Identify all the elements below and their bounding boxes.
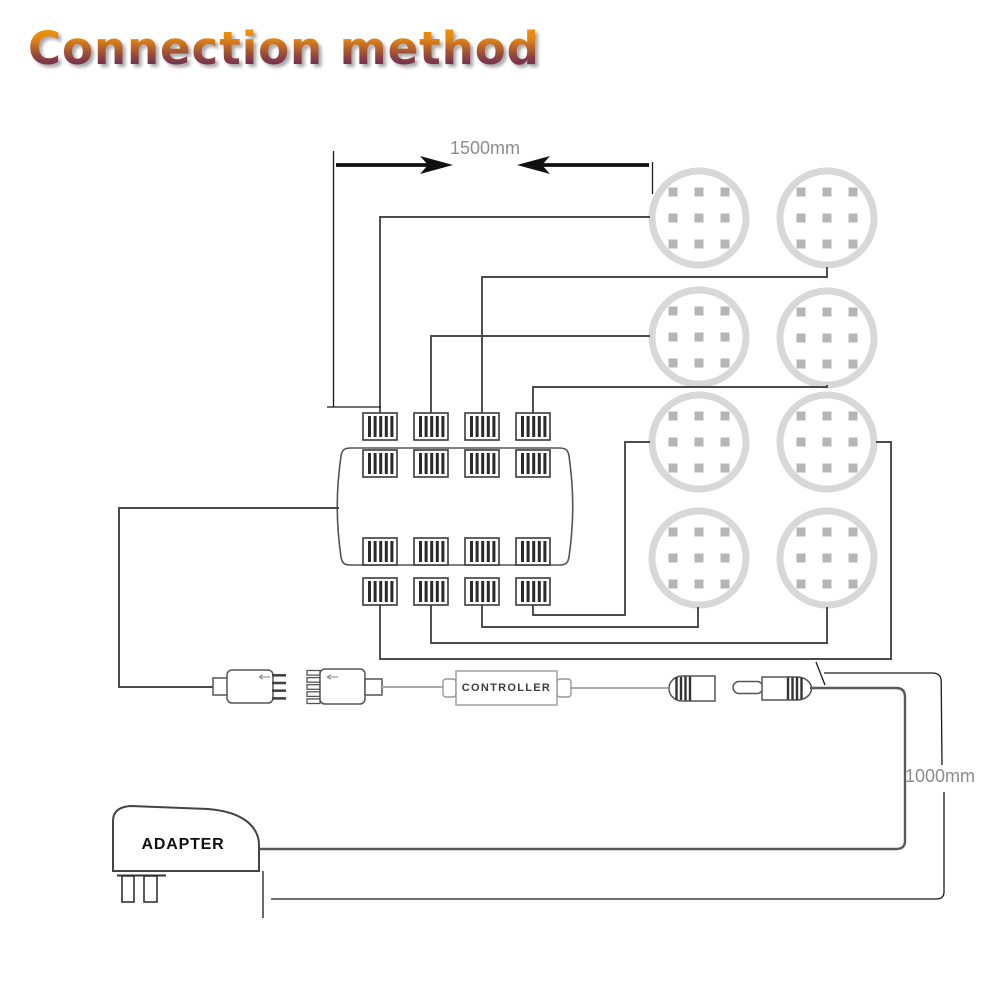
dc-barrel-male-icon <box>732 676 813 701</box>
top-plug-3-icon <box>464 412 500 441</box>
wire-barrel-to-adapter <box>260 686 907 851</box>
dimension-1500mm <box>327 151 654 408</box>
puck-light-3-icon <box>652 290 746 384</box>
dimension-label-1500mm: 1500mm <box>450 138 521 158</box>
puck-light-2-icon <box>780 171 874 265</box>
top-plug-4-icon <box>515 412 551 441</box>
bottom-socket-3-icon <box>464 537 500 566</box>
dim-tick-barrel <box>815 661 826 686</box>
puck-light-6-icon <box>780 395 874 489</box>
puck-light-7-icon <box>652 511 746 605</box>
wire-top-port3 <box>481 267 828 414</box>
puck-light-5-icon <box>652 395 746 489</box>
dimension-1000mm <box>262 661 945 918</box>
controller-chain <box>212 668 907 851</box>
four-pin-female-connector-icon <box>306 668 383 705</box>
controller-label: CONTROLLER <box>461 682 552 694</box>
bottom-plug-4-icon <box>515 577 551 606</box>
bottom-socket-1-icon <box>362 537 398 566</box>
insert-arrow-icon <box>258 674 270 680</box>
dimension-label-1000mm: 1000mm <box>905 766 976 786</box>
top-plug-2-icon <box>413 412 449 441</box>
arrow-right-icon <box>420 156 453 174</box>
top-socket-4-icon <box>515 449 551 478</box>
controller-box <box>442 670 572 706</box>
puck-light-8-icon <box>780 511 874 605</box>
wire-top-port4 <box>532 385 828 414</box>
puck-light-4-icon <box>780 291 874 385</box>
power-adapter-icon <box>112 804 260 903</box>
wire-bottom-port3 <box>481 604 699 628</box>
adapter-label: ADAPTER <box>141 836 225 853</box>
four-pin-male-connector-icon <box>212 669 286 704</box>
bottom-socket-4-icon <box>515 537 551 566</box>
bottom-socket-2-icon <box>413 537 449 566</box>
wire-top-port2 <box>430 335 650 414</box>
wire-bottom-port2 <box>430 604 828 644</box>
plug-prong-icon <box>143 875 158 903</box>
arrow-left-icon <box>517 156 550 174</box>
bottom-plug-1-icon <box>362 577 398 606</box>
page-title: Connection method <box>28 22 540 75</box>
top-socket-3-icon <box>464 449 500 478</box>
puck-lights-group <box>652 171 874 605</box>
wire-bottom-port4 <box>532 441 650 616</box>
puck-wires <box>379 216 892 660</box>
bottom-plug-3-icon <box>464 577 500 606</box>
puck-light-1-icon <box>652 171 746 265</box>
top-plug-1-icon <box>362 412 398 441</box>
bottom-plug-2-icon <box>413 577 449 606</box>
wire-bottom-port1 <box>379 441 892 660</box>
top-socket-2-icon <box>413 449 449 478</box>
plug-prong-icon <box>121 875 135 903</box>
wire-top-port1 <box>379 216 650 414</box>
dc-barrel-female-icon <box>668 675 716 702</box>
top-socket-1-icon <box>362 449 398 478</box>
wire-box-to-connector <box>118 507 339 688</box>
insert-arrow-icon <box>326 674 338 680</box>
